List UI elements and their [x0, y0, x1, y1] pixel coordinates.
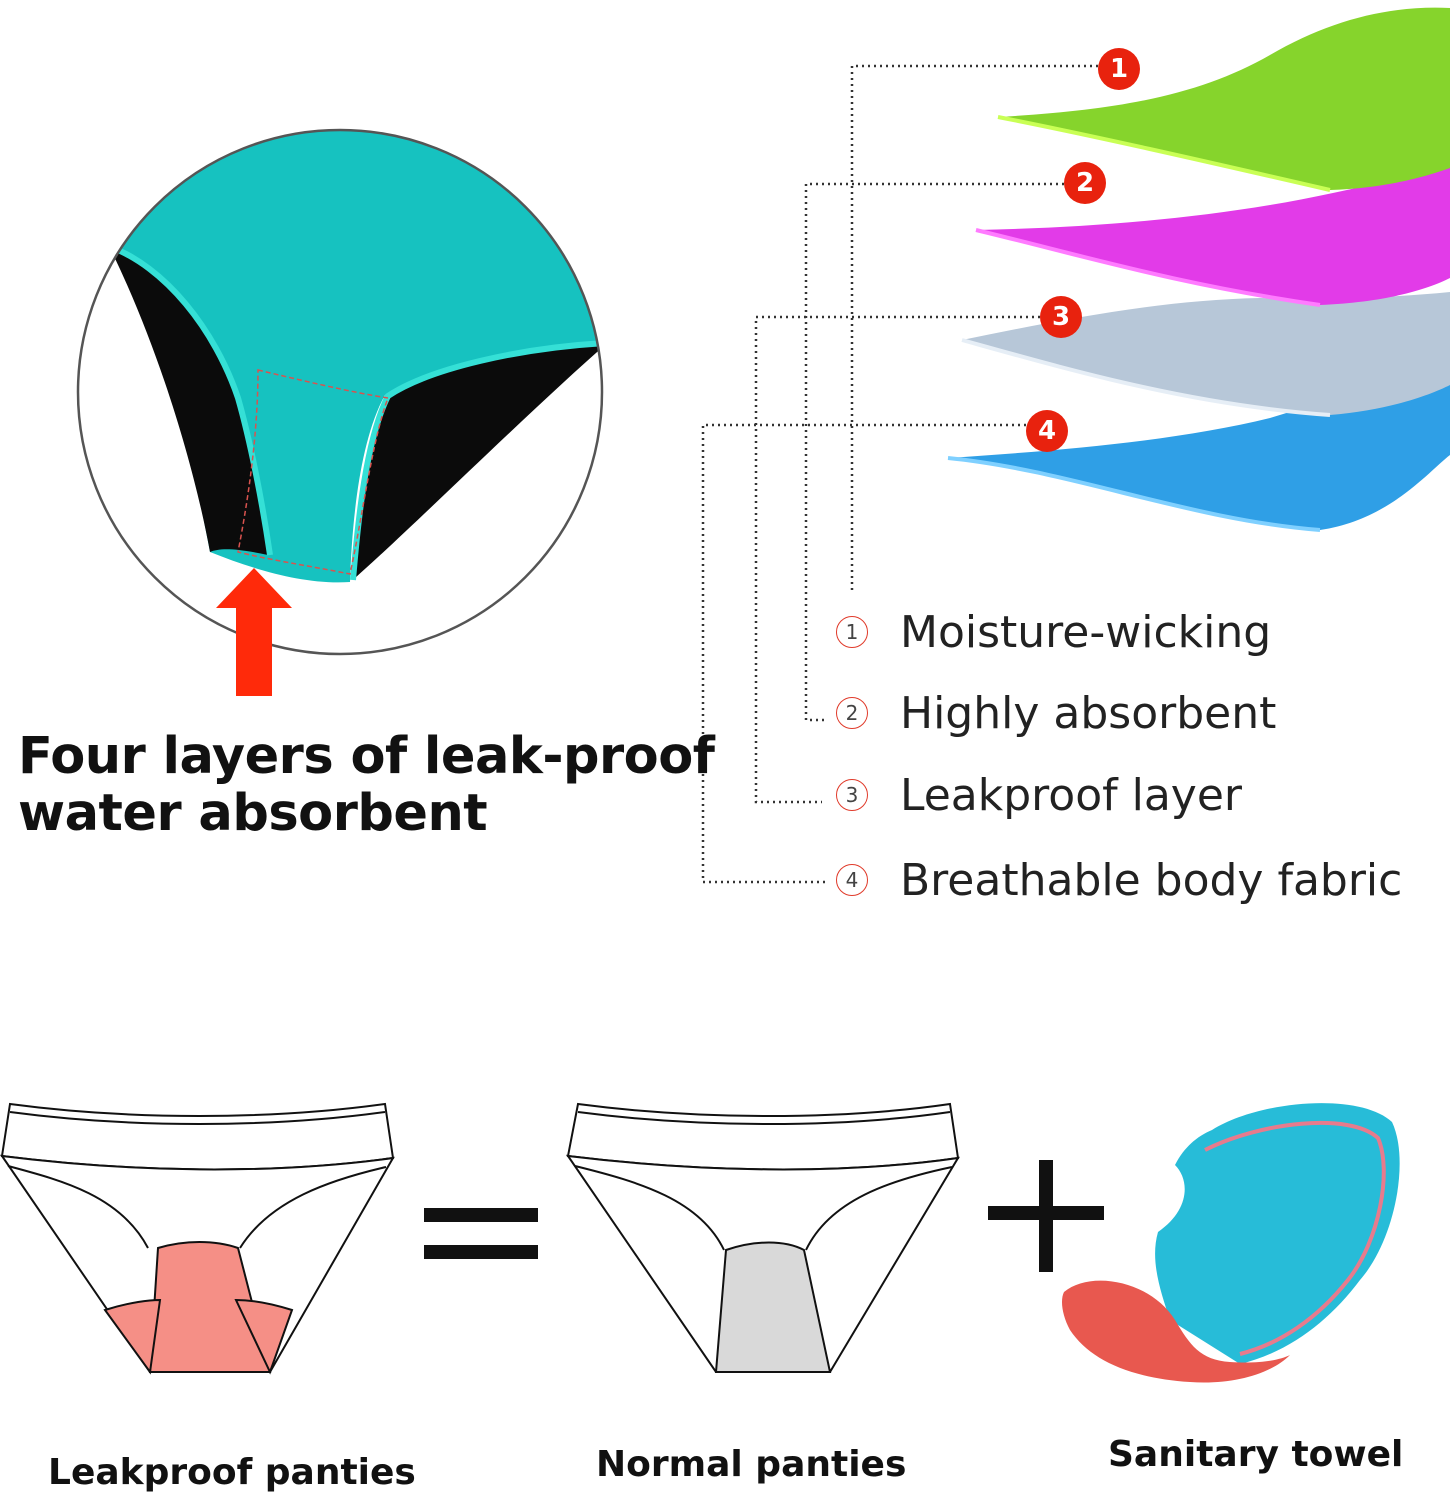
- layer-2-badge: 2: [1064, 162, 1106, 204]
- legend-label-3: Leakproof layer: [900, 769, 1243, 821]
- legend-item-moisture-wicking: 1 Moisture-wicking: [836, 606, 1272, 658]
- legend-item-highly-absorbent: 2 Highly absorbent: [836, 687, 1277, 739]
- legend-label-1: Moisture-wicking: [900, 606, 1272, 658]
- layer-stack-graphic: [947, 7, 1450, 532]
- up-arrow-icon: [216, 568, 292, 696]
- legend-number-4: 4: [836, 864, 868, 896]
- leakproof-panties-graphic: [0, 1102, 395, 1375]
- headline-line-2: water absorbent: [18, 784, 488, 843]
- panty-black-lining-right: [355, 345, 602, 578]
- normal-panties-graphic: [565, 1102, 960, 1373]
- legend-label-4: Breathable body fabric: [900, 854, 1403, 906]
- layer-1-badge: 1: [1098, 48, 1140, 90]
- leader-lines: [701, 64, 1098, 884]
- plus-icon: [988, 1160, 1104, 1272]
- layer-2-absorbent: [976, 165, 1450, 305]
- layer-3-leakproof: [962, 292, 1450, 415]
- legend-item-leakproof-layer: 3 Leakproof layer: [836, 769, 1243, 821]
- caption-sanitary-towel: Sanitary towel: [1108, 1434, 1404, 1475]
- gusset-stitching: [237, 369, 390, 575]
- caption-normal-panties: Normal panties: [596, 1444, 907, 1485]
- legend-number-3: 3: [836, 779, 868, 811]
- layer-3-badge: 3: [1040, 296, 1082, 338]
- headline: Four layers of leak-proof water absorben…: [18, 728, 718, 842]
- legend-item-breathable-fabric: 4 Breathable body fabric: [836, 854, 1403, 906]
- layer-4-badge: 4: [1026, 410, 1068, 452]
- panty-black-lining-left: [110, 248, 268, 555]
- layer-1-moisture-wicking: [998, 7, 1450, 191]
- legend-number-1: 1: [836, 616, 868, 648]
- equals-icon: [424, 1208, 538, 1259]
- sanitary-towel-graphic: [1062, 1103, 1400, 1383]
- panty-closeup-graphic: [76, 128, 604, 656]
- legend-label-2: Highly absorbent: [900, 687, 1277, 739]
- legend-number-2: 2: [836, 697, 868, 729]
- headline-line-1: Four layers of leak-proof: [18, 727, 715, 786]
- caption-leakproof-panties: Leakproof panties: [48, 1452, 416, 1493]
